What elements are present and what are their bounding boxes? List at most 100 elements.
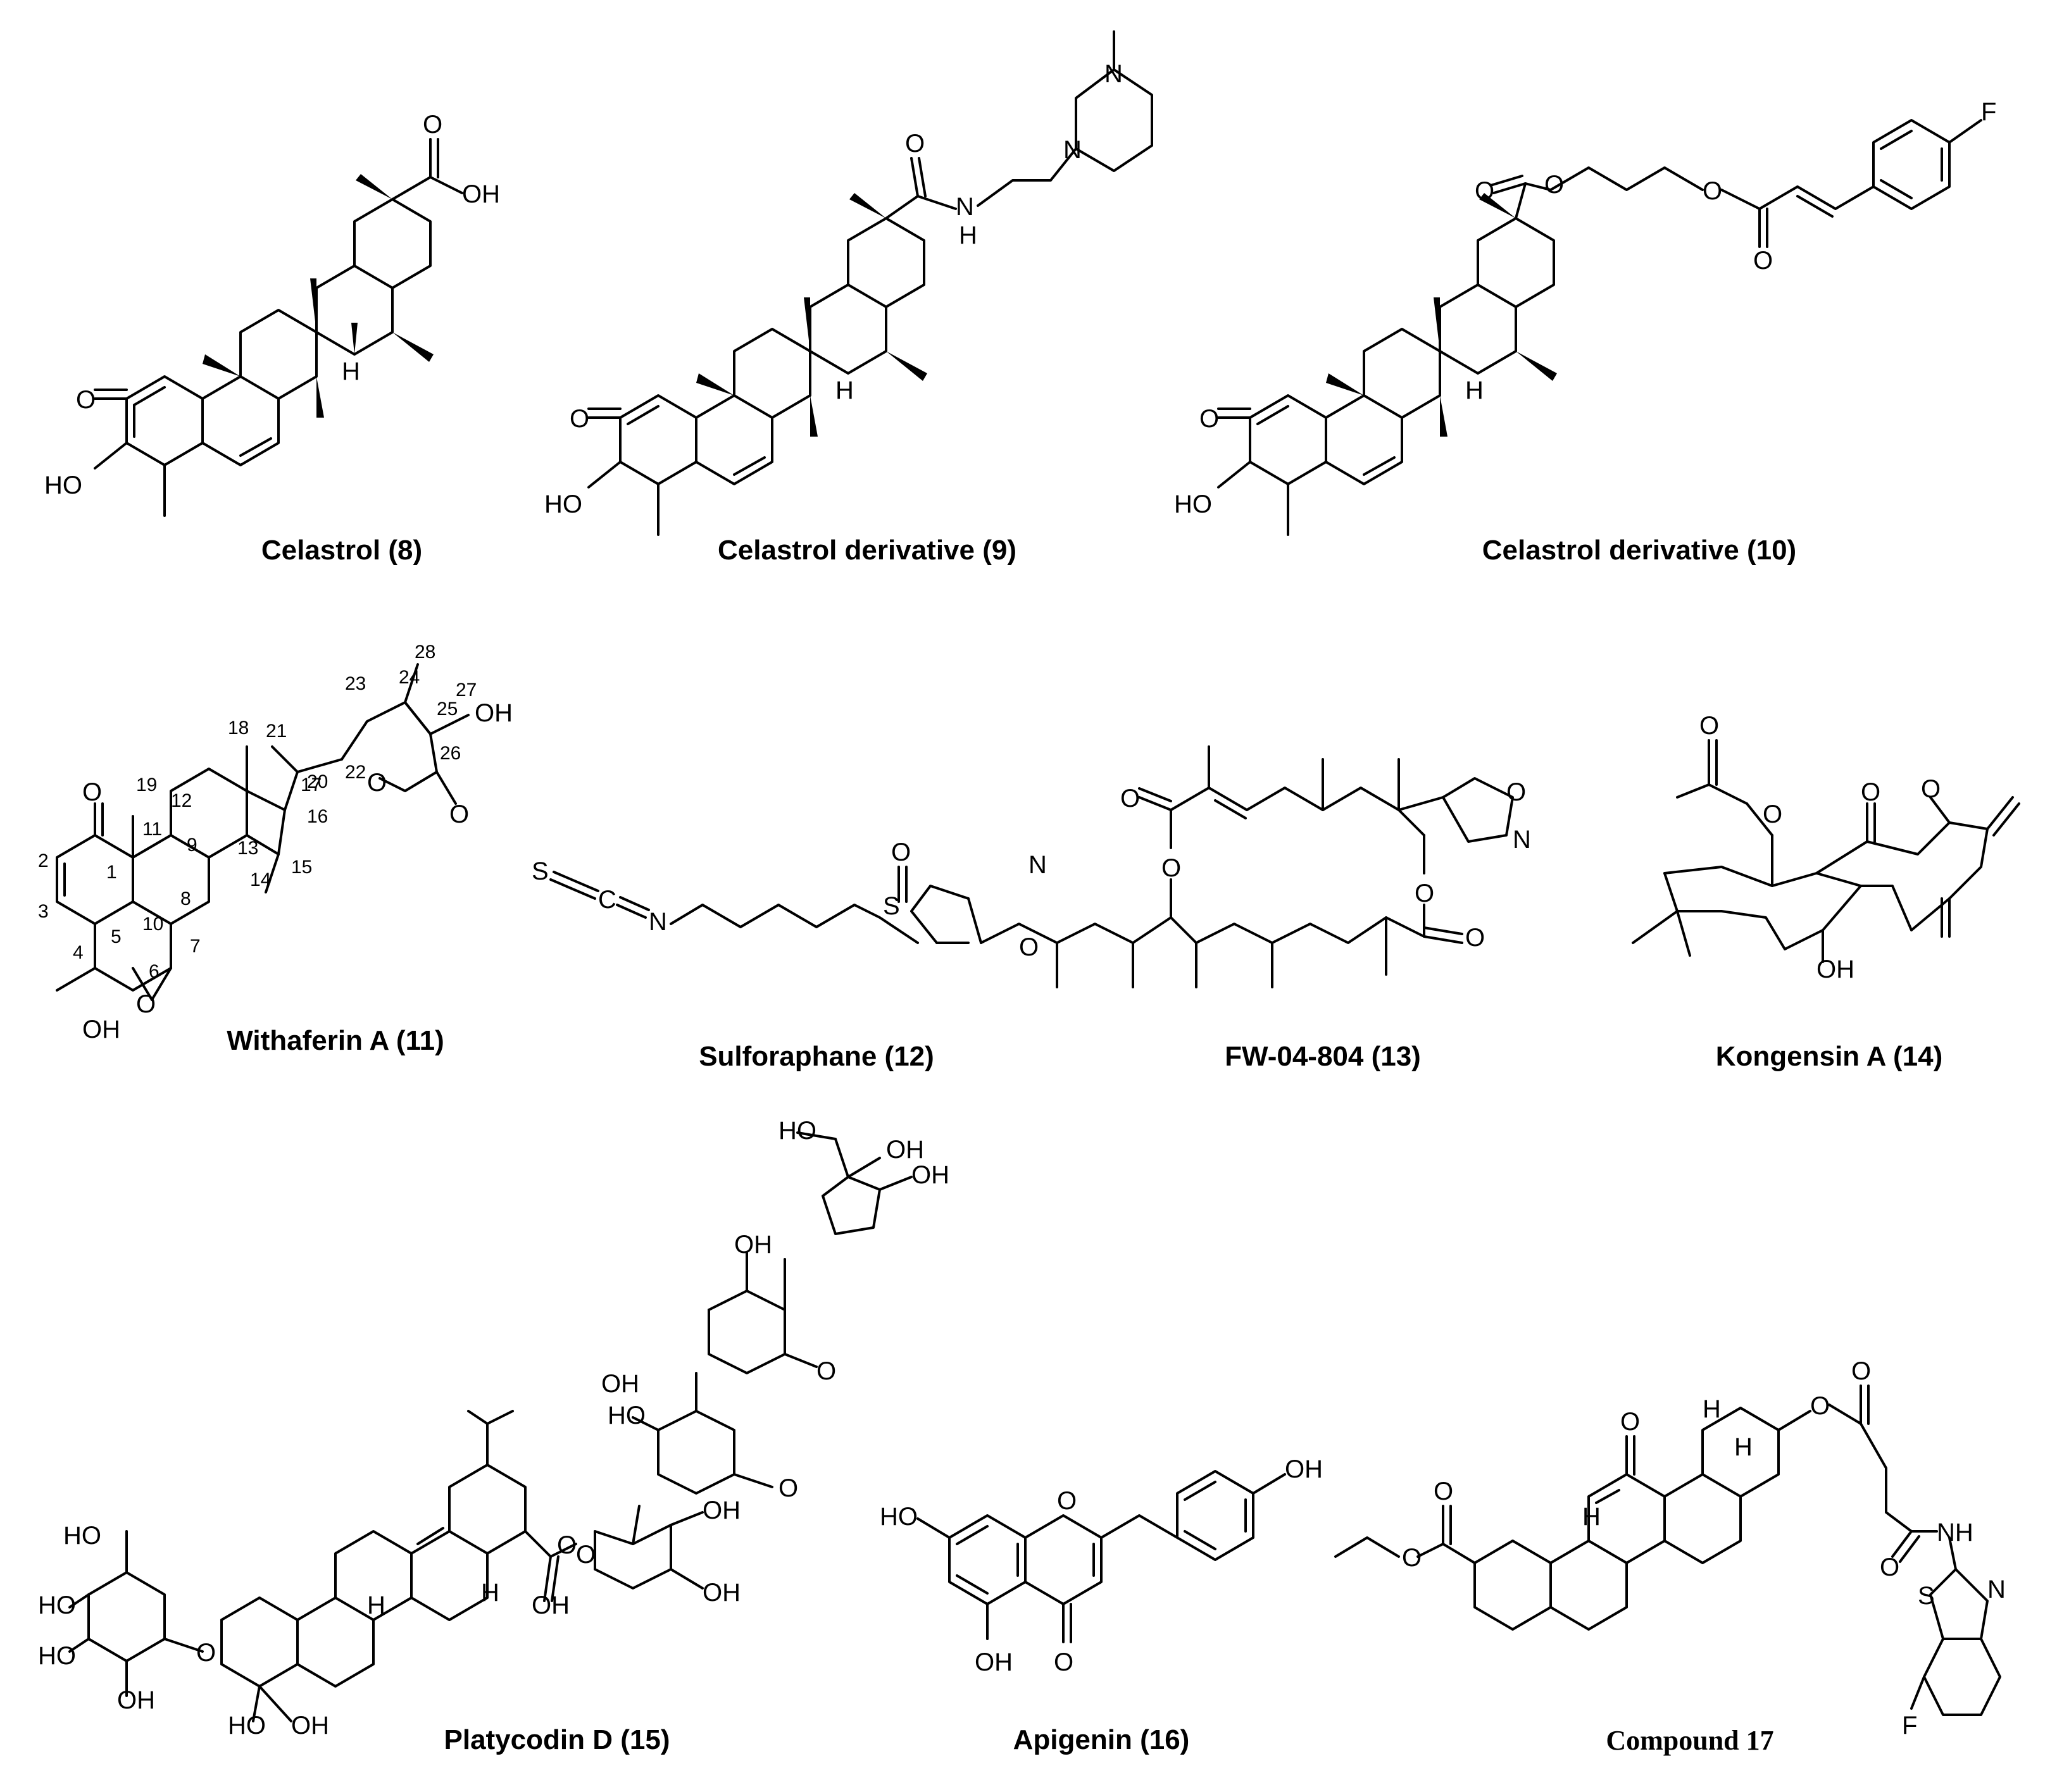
svg-text:HO: HO: [38, 1642, 76, 1670]
svg-text:O: O: [557, 1531, 577, 1559]
svg-text:O: O: [1851, 1357, 1871, 1385]
atom-number-18: 18: [228, 718, 249, 738]
svg-text:H: H: [959, 221, 977, 249]
atom-number-25: 25: [437, 699, 458, 719]
svg-text:HO: HO: [778, 1117, 816, 1145]
atom-number-13: 13: [237, 838, 258, 859]
svg-text:N: N: [1063, 136, 1082, 164]
svg-text:O: O: [1019, 933, 1039, 961]
svg-text:O: O: [576, 1541, 596, 1569]
svg-text:OH: OH: [703, 1579, 741, 1607]
svg-text:O: O: [76, 386, 96, 414]
svg-text:OH: OH: [911, 1161, 949, 1189]
structure-kongensin-a-14: O O O O OH: [1632, 712, 2020, 983]
svg-text:HO: HO: [44, 471, 82, 499]
svg-text:N: N: [649, 908, 667, 936]
atom-number-4: 4: [73, 942, 84, 963]
caption-celastrol-derivative-9: Celastrol derivative (9): [718, 535, 1016, 566]
svg-text:N: N: [1028, 851, 1047, 879]
atom-number-22: 22: [345, 762, 366, 783]
svg-text:O: O: [1861, 778, 1880, 806]
svg-text:H: H: [367, 1591, 385, 1619]
svg-text:O: O: [1199, 405, 1219, 433]
caption-kongensin-a-14: Kongensin A (14): [1715, 1041, 1943, 1072]
svg-text:O: O: [891, 838, 911, 866]
atom-number-9: 9: [187, 835, 197, 856]
caption-compound-17: Compound 17: [1606, 1725, 1774, 1756]
svg-text:O: O: [1475, 177, 1494, 205]
structure-apigenin-16: O O HO OH OH: [880, 1455, 1323, 1676]
svg-text:OH: OH: [1285, 1455, 1323, 1483]
structure-fw-04-804-13: O O O O O N N O: [910, 745, 1531, 988]
svg-text:OH: OH: [703, 1496, 741, 1524]
svg-text:OH: OH: [117, 1686, 155, 1714]
caption-sulforaphane-12: Sulforaphane (12): [699, 1041, 934, 1072]
atom-number-8: 8: [180, 888, 191, 909]
svg-text:OH: OH: [82, 1016, 120, 1043]
atom-number-11: 11: [142, 819, 162, 840]
atom-number-21: 21: [266, 721, 287, 742]
structure-compound-17: O O O O NH S N F O O H H H: [1334, 1357, 2006, 1739]
svg-text:H: H: [835, 376, 854, 404]
svg-text:S: S: [532, 857, 549, 885]
svg-text:O: O: [449, 800, 469, 828]
svg-text:N: N: [956, 193, 974, 221]
atom-number-7: 7: [190, 936, 201, 957]
atom-number-23: 23: [345, 673, 366, 694]
caption-celastrol-derivative-10: Celastrol derivative (10): [1482, 535, 1797, 566]
caption-fw-04-804-13: FW-04-804 (13): [1225, 1041, 1421, 1072]
svg-text:H: H: [1465, 376, 1484, 404]
svg-text:O: O: [1763, 800, 1782, 828]
atom-number-17: 17: [301, 775, 322, 795]
svg-text:S: S: [1918, 1582, 1935, 1610]
structure-celastrol-8: O HO O OH H: [44, 111, 500, 517]
svg-text:N: N: [1513, 826, 1531, 854]
svg-text:H: H: [1582, 1503, 1601, 1531]
svg-text:HO: HO: [1174, 490, 1212, 518]
svg-text:O: O: [1057, 1487, 1077, 1515]
structure-celastrol-derivative-10: O HO O O O O F H: [1174, 98, 1996, 536]
atom-number-12: 12: [171, 790, 192, 811]
svg-text:F: F: [1902, 1712, 1917, 1739]
svg-text:NH: NH: [1937, 1519, 1973, 1546]
svg-text:O: O: [1699, 712, 1719, 740]
svg-text:O: O: [367, 769, 387, 797]
svg-text:O: O: [423, 111, 442, 139]
atom-number-28: 28: [415, 642, 435, 663]
atom-number-14: 14: [250, 869, 271, 890]
svg-text:O: O: [1054, 1648, 1073, 1676]
atom-number-5: 5: [111, 926, 122, 947]
atom-number-6: 6: [149, 961, 159, 982]
svg-text:OH: OH: [532, 1591, 570, 1619]
svg-text:O: O: [1415, 880, 1434, 907]
atom-number-15: 15: [291, 857, 312, 878]
svg-text:O: O: [778, 1474, 798, 1502]
svg-text:O: O: [1465, 924, 1485, 952]
svg-text:O: O: [196, 1639, 216, 1667]
atom-number-16: 16: [307, 806, 328, 827]
svg-text:C: C: [598, 886, 616, 914]
svg-text:OH: OH: [1816, 955, 1854, 983]
atom-number-19: 19: [136, 775, 157, 795]
svg-text:HO: HO: [544, 490, 582, 518]
svg-text:OH: OH: [601, 1370, 639, 1398]
atom-number-2: 2: [38, 850, 49, 871]
caption-withaferin-a-11: Withaferin A (11): [227, 1025, 444, 1056]
svg-text:O: O: [1544, 171, 1564, 199]
structure-sulforaphane-12: S C N S O: [532, 838, 919, 944]
svg-text:O: O: [1402, 1544, 1422, 1572]
structure-platycodin-d-15: HO HO HO OH O HO OH O OH O OH OH O O OH …: [38, 1117, 949, 1739]
atom-number-1: 1: [106, 862, 117, 883]
svg-text:O: O: [1880, 1553, 1899, 1581]
atom-number-20: 20: [307, 771, 328, 792]
svg-text:O: O: [136, 990, 156, 1018]
svg-text:N: N: [1987, 1576, 2006, 1603]
atom-number-26: 26: [440, 743, 461, 764]
svg-text:O: O: [905, 130, 925, 158]
svg-text:H: H: [1734, 1433, 1753, 1461]
svg-text:OH: OH: [886, 1136, 924, 1164]
caption-apigenin-16: Apigenin (16): [1013, 1724, 1190, 1755]
svg-text:O: O: [1620, 1408, 1640, 1436]
svg-text:O: O: [1161, 854, 1181, 882]
